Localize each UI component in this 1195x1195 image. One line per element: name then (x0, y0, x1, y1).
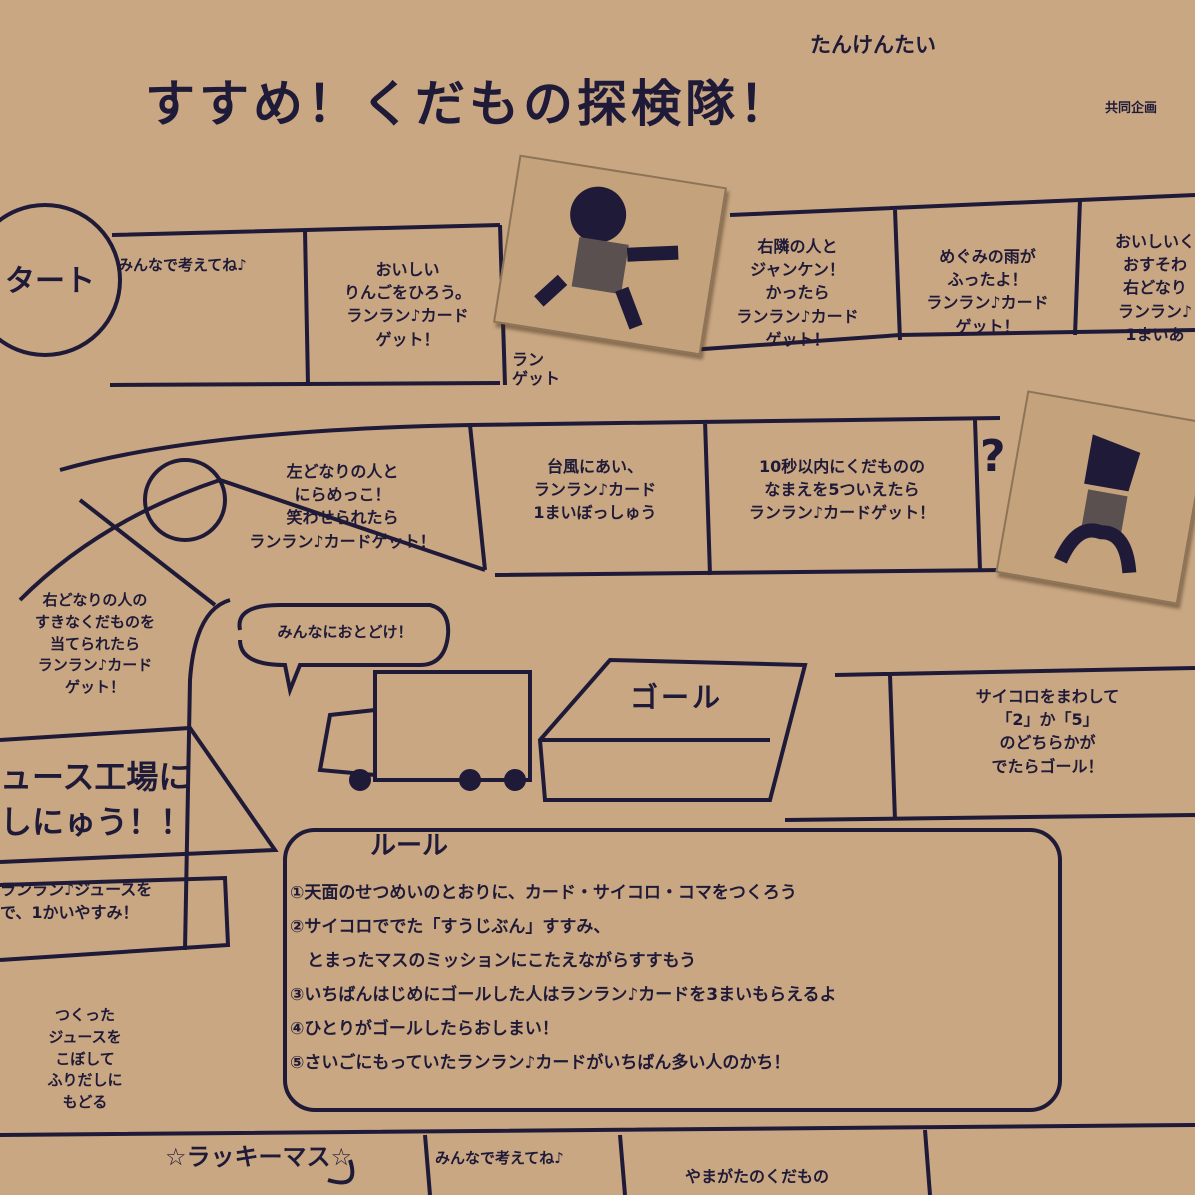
bear-game-piece[interactable] (492, 154, 728, 356)
square-yamagata-fruit: やまがたのくだもの (685, 1167, 830, 1186)
speech-bubble: みんなにおとどけ！ (277, 623, 413, 641)
rule-item: ③いちばんはじめにゴールした人はランラン♪カードを3まいもらえるよ (290, 985, 837, 1005)
cat-icon (1054, 434, 1141, 574)
square-janken: 右隣の人と ジャンケン！ かったら ランラン♪カード ゲット！ (736, 237, 859, 349)
rule-item: ④ひとりがゴールしたらおしまい！ (290, 1019, 559, 1039)
square-pick-apple: おいしい りんごをひろう。 ランラン♪カード ゲット！ (343, 260, 472, 349)
square-think-together: みんなで考えてね♪ (118, 256, 247, 274)
square-share: おいしいく おすそわ 右どなり ランラン♪ 1まいあ (1114, 232, 1195, 344)
square-goal-dice: サイコロをまわして 「2」か「5」 のどちらかが でたらゴール！ (975, 687, 1120, 776)
square-think-together-2: みんなで考えてね♪ (435, 1149, 564, 1167)
rules-list: ①天面のせつめいのとおりに、カード・サイコロ・コマをつくろう ②サイコロででた「す… (290, 876, 837, 1080)
page-title: すすめ！くだもの探検隊！ (145, 75, 793, 133)
square-name-fruits: 10秒以内にくだものの なまえを5ついえたら ランラン♪カードゲット！ (748, 457, 936, 523)
square-hidden: ラン ゲット (512, 350, 561, 389)
factory-text: ランラン♪ジュースを で、1かいやすみ！ (0, 880, 153, 923)
bear-icon (534, 186, 679, 330)
square-rain: めぐみの雨が ふったよ！ ランラン♪カード ゲット！ (926, 247, 1049, 336)
rule-item: ②サイコロででた「すうじぶん」すすみ、 とまったマスのミッションにこたえながらす… (290, 917, 697, 971)
square-guess-fruit: 右どなりの人の すきなくだものを 当てられたら ランラン♪カード ゲット！ (34, 591, 155, 696)
square-spill-juice: つくった ジュースを こぼして ふりだしに もどる (47, 1006, 123, 1111)
square-staring-contest: 左どなりの人と にらめっこ！ 笑わせられたら ランラン♪カードゲット！ (249, 462, 436, 551)
rule-item: ⑤さいごにもっていたランラン♪カードがいちばん多い人のかち！ (290, 1053, 791, 1073)
lucky-square-label: ☆ラッキーマス☆ (165, 1143, 353, 1171)
start-label: タート (5, 264, 95, 299)
factory-title: ュース工場に しにゅう！！ (0, 758, 193, 841)
goal-label: ゴール (630, 681, 724, 714)
credit-label: 共同企画 (1105, 101, 1158, 116)
rule-item: ①天面のせつめいのとおりに、カード・サイコロ・コマをつくろう (290, 883, 797, 903)
question-icon: ? (980, 431, 1006, 482)
cat-game-piece[interactable] (995, 390, 1195, 605)
square-typhoon: 台風にあい、 ランラン♪カード 1まいぼっしゅう (533, 457, 657, 523)
title-ruby: たんけんたい (810, 33, 936, 57)
rules-title: ルール (370, 831, 449, 861)
